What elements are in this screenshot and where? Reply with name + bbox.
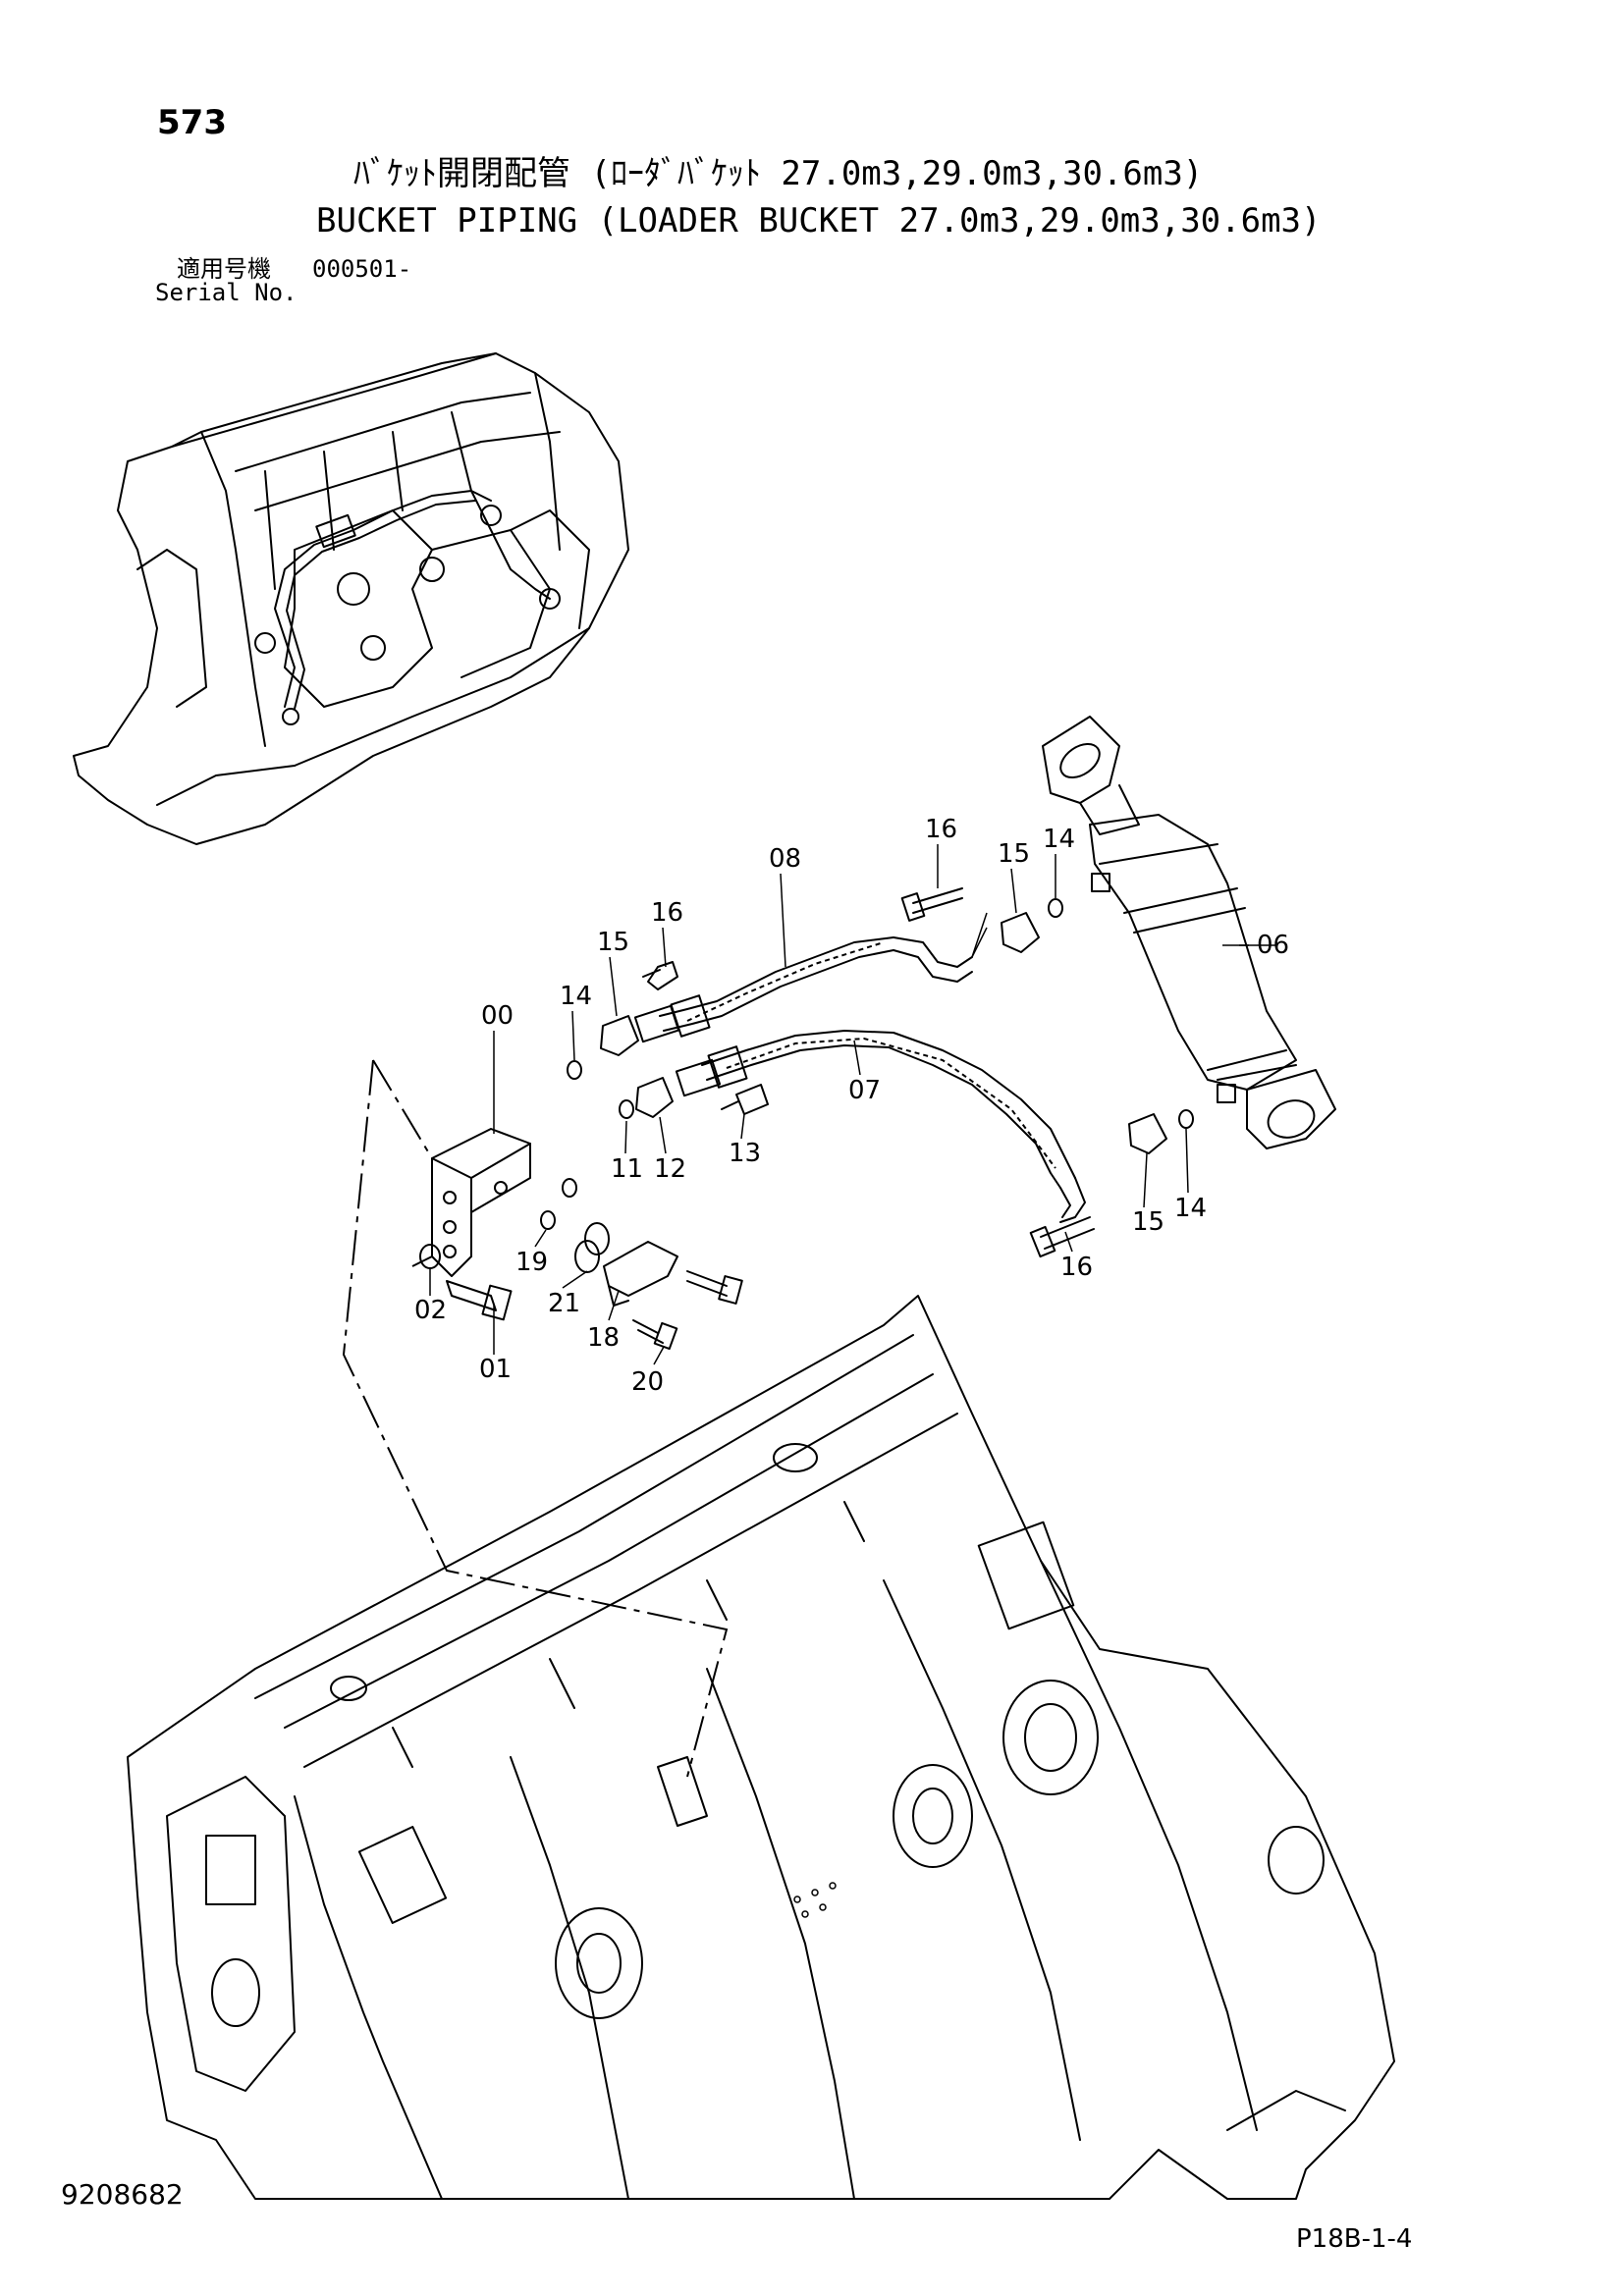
callout-13: 13 xyxy=(729,1139,762,1168)
callout-00: 00 xyxy=(481,1001,514,1031)
callout-leaders xyxy=(429,844,1249,1365)
serial-value: 000501- xyxy=(312,255,412,283)
callout-07: 07 xyxy=(848,1076,882,1105)
callout-06: 06 xyxy=(1257,931,1290,960)
bucket-detail-drawing xyxy=(127,1295,1395,2200)
callout-02: 02 xyxy=(414,1296,448,1325)
document-number: 9208682 xyxy=(61,2178,184,2211)
fittings-drawing xyxy=(342,887,1194,1778)
callout-15-left: 15 xyxy=(597,928,630,957)
callout-14-upper: 14 xyxy=(1043,825,1076,854)
callout-21: 21 xyxy=(548,1289,581,1318)
page-number: 573 xyxy=(157,103,227,142)
title-japanese: ﾊﾞｹｯﾄ開閉配管 (ﾛｰﾀﾞﾊﾞｹｯﾄ 27.0m3,29.0m3,30.6m… xyxy=(353,154,1204,193)
bucket-overview-drawing xyxy=(73,352,629,845)
callout-16-left: 16 xyxy=(651,898,684,928)
callout-14-lower: 14 xyxy=(1174,1194,1208,1223)
callout-16-lower: 16 xyxy=(1060,1253,1094,1282)
callout-18: 18 xyxy=(587,1323,621,1353)
callout-14-left: 14 xyxy=(560,982,593,1011)
title-english: BUCKET PIPING (LOADER BUCKET 27.0m3,29.0… xyxy=(316,201,1322,240)
figure-code: P18B-1-4 xyxy=(1296,2224,1413,2254)
callout-20: 20 xyxy=(631,1367,665,1397)
callout-08: 08 xyxy=(769,844,802,874)
serial-label-japanese: 適用号機 xyxy=(177,255,271,283)
callout-15-upper: 15 xyxy=(998,839,1031,869)
serial-label-english: Serial No. xyxy=(155,279,298,306)
hose-assemblies-drawing xyxy=(633,936,1086,1223)
callout-16-upper: 16 xyxy=(925,815,958,844)
callout-15-lower: 15 xyxy=(1132,1207,1165,1237)
callout-12: 12 xyxy=(654,1154,687,1184)
callout-01: 01 xyxy=(479,1355,513,1384)
callout-19: 19 xyxy=(515,1248,549,1277)
callout-11: 11 xyxy=(611,1154,644,1184)
bucket-cylinder-drawing xyxy=(1042,716,1336,1149)
